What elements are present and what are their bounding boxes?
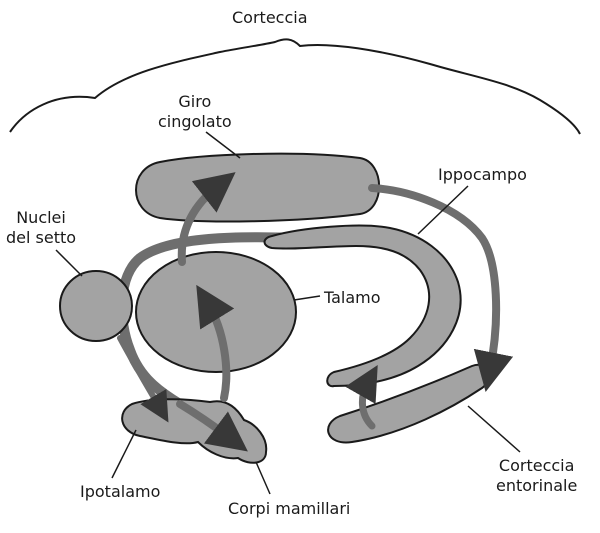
thalamus-to-cingulate-arrow [177, 172, 236, 266]
label-entorinale-line2: entorinale [496, 476, 578, 495]
label-corteccia-entorinale: Corteccia entorinale [496, 456, 577, 496]
septal-nuclei-shape [59, 270, 133, 342]
label-giro-cingolato-line1: Giro [178, 92, 212, 111]
leader-nuclei-del-setto [55, 249, 83, 277]
leader-ipotalamo [111, 429, 137, 479]
fornix-to-mammillary-arrow [176, 400, 248, 452]
label-giro-cingolato-line2: cingolato [158, 112, 232, 131]
label-corteccia: Corteccia [232, 8, 308, 27]
label-talamo: Talamo [324, 288, 381, 307]
leader-corpi-mamillari [255, 461, 271, 495]
cingulate-to-entorhinal-pathway [368, 184, 514, 392]
label-giro-cingolato: Giro cingolato [158, 92, 232, 132]
hippocampus-shape [263, 224, 462, 388]
label-ippocampo: Ippocampo [438, 165, 527, 184]
label-nuclei-line2: del setto [6, 228, 77, 247]
label-nuclei-del-setto: Nuclei del setto [6, 208, 76, 248]
cingulate-gyrus-shape [135, 152, 381, 223]
septum-to-hypothalamus-arrow [117, 335, 169, 423]
fornix-pathway [117, 232, 305, 409]
label-ipotalamo: Ipotalamo [80, 482, 161, 501]
leader-corteccia-entorinale [467, 405, 521, 453]
mammillary-to-thalamus-arrow [196, 284, 235, 402]
cortex-outline [9, 38, 581, 135]
label-corpi-mamillari: Corpi mamillari [228, 499, 351, 518]
label-nuclei-line1: Nuclei [16, 208, 66, 227]
leader-talamo [293, 295, 321, 301]
label-entorinale-line1: Corteccia [498, 456, 575, 475]
entorhinal-to-hippocampus-arrow [345, 364, 378, 430]
leader-ippocampo [417, 185, 469, 235]
leader-giro-cingolato [205, 131, 241, 159]
